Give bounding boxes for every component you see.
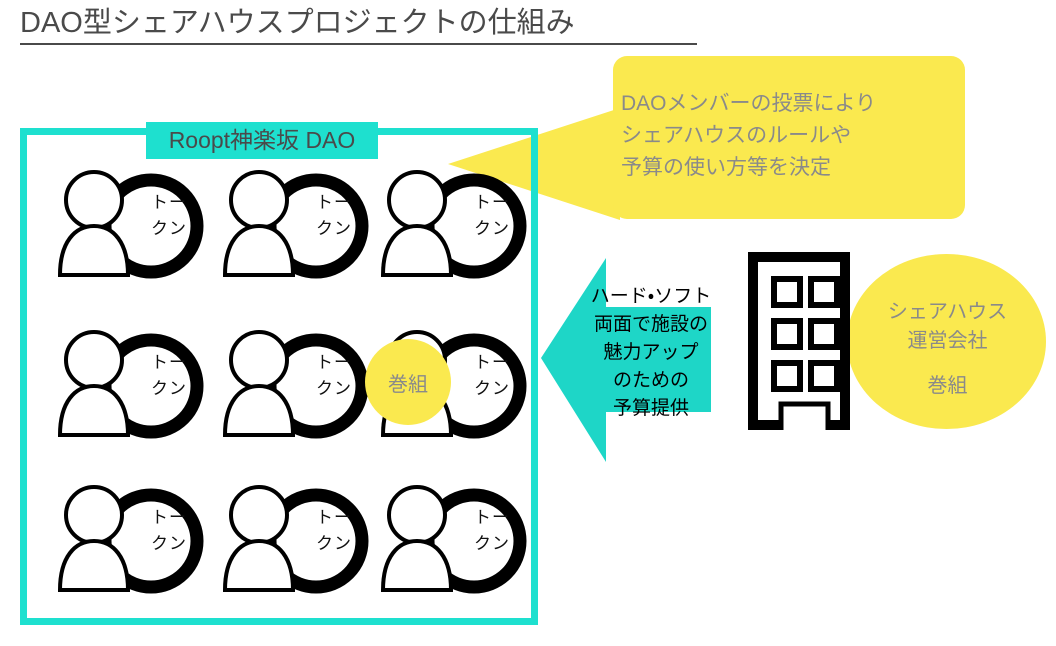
dao-member: トー クン — [378, 483, 528, 595]
token-label-line-2: クン — [151, 219, 187, 238]
dao-member: トー クン — [378, 168, 528, 280]
person-with-token-icon — [57, 485, 204, 594]
company-line-2: 運営会社 — [907, 330, 988, 352]
callout-line-2: シェアハウスのルールや — [621, 124, 852, 147]
dao-member: トー クン — [220, 483, 370, 595]
dao-member: トー クン — [55, 328, 205, 440]
company-text: シェアハウス 運営会社 巻組 — [855, 298, 1040, 401]
page-title: DAO型シェアハウスプロジェクトの仕組み — [20, 7, 575, 39]
token-label: トー クン — [316, 505, 362, 557]
token-label-line-2: クン — [474, 219, 510, 238]
token-label-line-2: クン — [474, 379, 510, 398]
token-label-line-1: トー — [474, 353, 510, 372]
arrow-line-3: 魅力アップ — [603, 342, 699, 363]
token-label-line-1: トー — [316, 508, 352, 527]
callout-line-1: DAOメンバーの投票により — [621, 92, 877, 115]
person-with-token-icon — [380, 170, 527, 279]
token-label: トー クン — [151, 350, 197, 402]
token-label: トー クン — [151, 505, 197, 557]
dao-banner: Roopt神楽坂 DAO — [146, 122, 378, 159]
token-label-line-1: トー — [474, 508, 510, 527]
arrow-line-5: 予算提供 — [612, 398, 689, 419]
token-label-line-1: トー — [316, 353, 352, 372]
token-label-line-2: クン — [151, 379, 187, 398]
dao-member: トー クン — [55, 483, 205, 595]
person-with-token-icon — [57, 330, 204, 439]
dao-member: トー クン — [55, 168, 205, 280]
company-line-1: シェアハウス — [887, 301, 1008, 323]
token-label-line-1: トー — [151, 193, 187, 212]
token-label-line-2: クン — [474, 534, 510, 553]
arrow-line-1: ハード・ソフト — [590, 286, 712, 307]
callout-bubble — [613, 56, 965, 219]
token-label-line-1: トー — [474, 193, 510, 212]
arrow-line-2: 両面で施設の — [593, 314, 708, 335]
person-with-token-icon — [380, 485, 527, 594]
token-label: トー クン — [316, 350, 362, 402]
person-with-token-icon — [222, 485, 369, 594]
title-underline — [20, 43, 697, 45]
token-label: トー クン — [151, 190, 197, 242]
token-label-line-2: クン — [316, 534, 352, 553]
company-line-3: 巻組 — [927, 375, 968, 397]
token-label-line-1: トー — [151, 508, 187, 527]
callout-line-3: 予算の使い方等を決定 — [621, 156, 831, 179]
budget-arrow — [541, 258, 711, 462]
makigumi-circle-label: 巻組 — [388, 373, 428, 396]
company-ellipse — [847, 254, 1046, 429]
token-label: トー クン — [474, 505, 520, 557]
token-label-line-1: トー — [151, 353, 187, 372]
token-label-line-2: クン — [316, 379, 352, 398]
token-label: トー クン — [316, 190, 362, 242]
dao-member: トー クン — [220, 168, 370, 280]
token-label-line-2: クン — [316, 219, 352, 238]
dao-member-grid: トー クン トー クン トー クン — [20, 128, 538, 625]
person-with-token-icon — [222, 170, 369, 279]
makigumi-highlight-circle: 巻組 — [365, 339, 451, 425]
arrow-line-4: のための — [612, 370, 689, 391]
person-with-token-icon — [57, 170, 204, 279]
company-text-spacer — [855, 356, 1040, 372]
token-label-line-2: クン — [151, 534, 187, 553]
callout-text: DAOメンバーの投票により シェアハウスのルールや 予算の使い方等を決定 — [621, 88, 957, 184]
building-icon — [748, 252, 850, 430]
person-with-token-icon — [222, 330, 369, 439]
token-label: トー クン — [474, 190, 520, 242]
dao-banner-label: Roopt神楽坂 DAO — [168, 127, 356, 153]
token-label: トー クン — [474, 350, 520, 402]
dao-member: トー クン — [220, 328, 370, 440]
token-label-line-1: トー — [316, 193, 352, 212]
budget-arrow-text: ハード・ソフト 両面で施設の 魅力アップ のための 予算提供 — [556, 283, 746, 423]
